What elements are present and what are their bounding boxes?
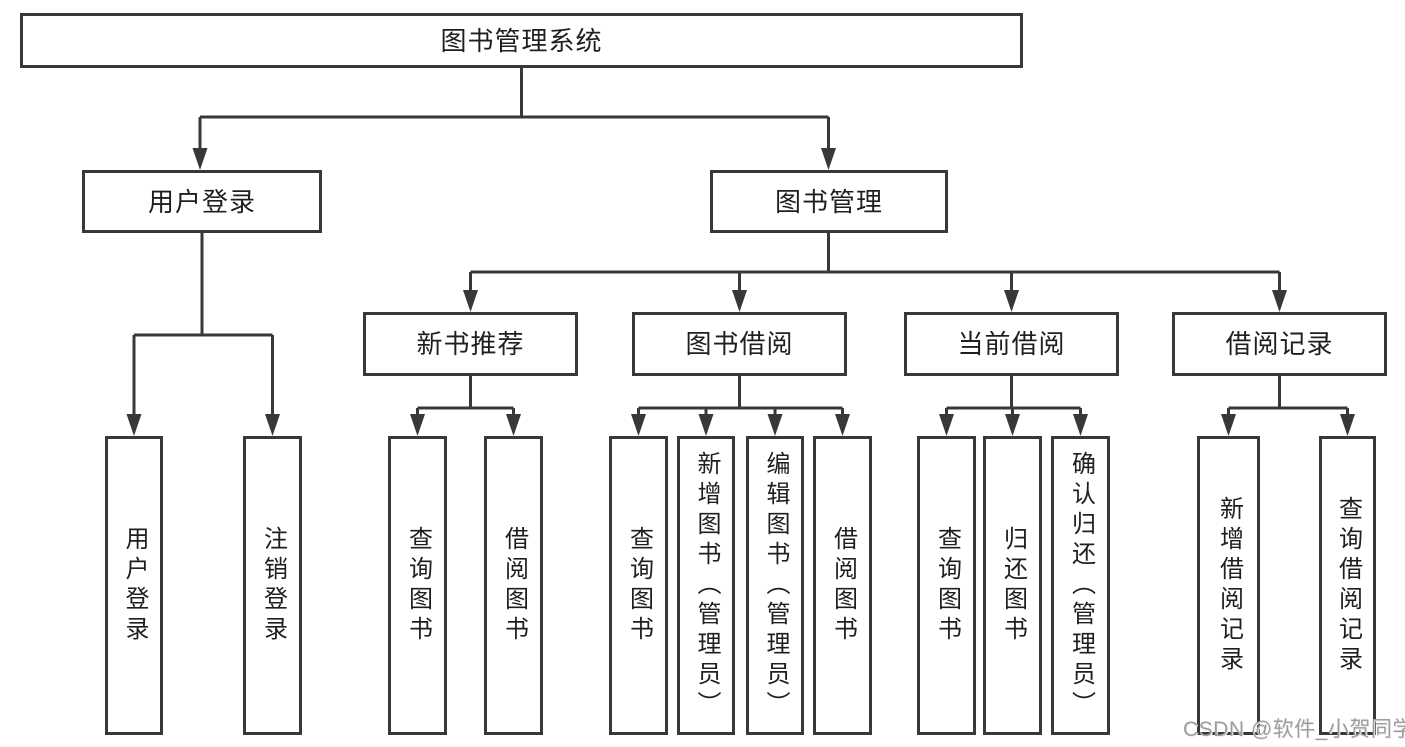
node-label: 新书推荐 — [416, 329, 525, 359]
node-label: 图书管理系统 — [440, 25, 603, 56]
node-label: 查询图书 — [625, 525, 653, 646]
node-label: 借阅图书 — [500, 525, 528, 646]
leaf-query-books-recommend: 查询图书 — [388, 436, 447, 735]
node-label: 查询图书 — [404, 525, 432, 646]
node-label: 用户登录 — [147, 186, 256, 217]
leaf-logout: 注销登录 — [243, 436, 302, 735]
csdn-watermark: CSDN @软件_小贺同学 — [1183, 718, 1405, 741]
node-book-borrowing: 图书借阅 — [632, 312, 847, 376]
node-label: 归还图书 — [999, 525, 1027, 646]
node-label: 确认归还（管理员） — [1067, 450, 1095, 721]
node-label: 图书借阅 — [685, 329, 794, 359]
node-label: 当前借阅 — [957, 329, 1066, 359]
node-label: 编辑图书（管理员） — [762, 450, 789, 721]
leaf-add-borrow-record: 新增借阅记录 — [1197, 436, 1260, 735]
node-label: 新增图书（管理员） — [693, 450, 720, 721]
leaf-query-books-current: 查询图书 — [917, 436, 976, 735]
node-label: 注销登录 — [259, 525, 287, 646]
node-label: 借阅记录 — [1225, 329, 1334, 359]
node-current-borrowing: 当前借阅 — [904, 312, 1119, 376]
leaf-borrow-books-recommend: 借阅图书 — [484, 436, 543, 735]
node-book-management-module: 图书管理 — [710, 170, 948, 233]
node-label: 图书管理 — [774, 186, 883, 217]
leaf-borrow-books: 借阅图书 — [813, 436, 872, 735]
node-label: 新增借阅记录 — [1215, 495, 1243, 676]
leaf-user-login: 用户登录 — [105, 436, 163, 735]
node-new-book-recommendation: 新书推荐 — [363, 312, 578, 376]
leaf-query-books-borrowing: 查询图书 — [609, 436, 668, 735]
node-borrowing-records: 借阅记录 — [1172, 312, 1387, 376]
leaf-confirm-return-admin: 确认归还（管理员） — [1051, 436, 1110, 735]
node-root-system: 图书管理系统 — [20, 13, 1023, 68]
leaf-return-books: 归还图书 — [983, 436, 1042, 735]
node-user-login-module: 用户登录 — [82, 170, 322, 233]
leaf-edit-books-admin: 编辑图书（管理员） — [746, 436, 804, 735]
leaf-add-books-admin: 新增图书（管理员） — [677, 436, 735, 735]
node-label: 用户登录 — [121, 525, 148, 646]
node-label: 借阅图书 — [829, 525, 857, 646]
node-label: 查询借阅记录 — [1334, 495, 1362, 676]
leaf-query-borrow-record: 查询借阅记录 — [1319, 436, 1376, 735]
node-label: 查询图书 — [933, 525, 961, 646]
